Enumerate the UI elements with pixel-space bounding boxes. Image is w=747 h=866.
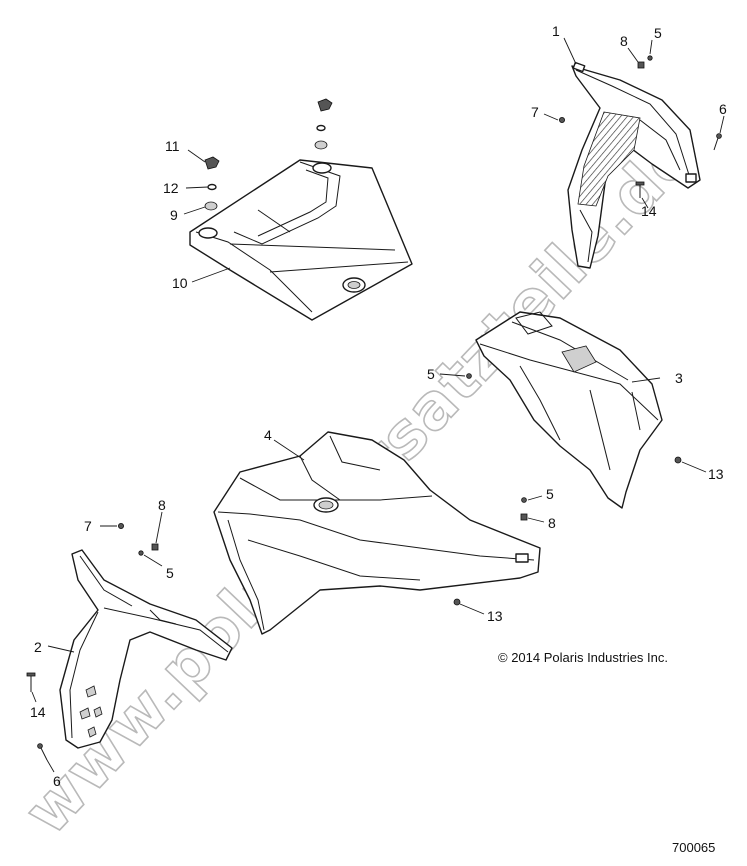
fastener-5-mid: [466, 373, 472, 379]
grommet-9: [204, 140, 328, 211]
fastener-6-top: [713, 137, 719, 151]
fastener-7-left: [118, 523, 125, 530]
fastener-5-left: [138, 550, 144, 556]
fastener-8-right: [520, 513, 528, 521]
callout-labels: 1 2 3 4 5 5 5 5 6 6 7 7 8 8 8 9 10 11 12…: [30, 23, 727, 789]
callout-1: 1: [552, 23, 560, 39]
callout-14-left: 14: [30, 704, 46, 720]
fastener-7-top: [559, 117, 566, 124]
callout-6-left: 6: [53, 773, 61, 789]
callout-13-right: 13: [708, 466, 724, 482]
callout-13-bottom: 13: [487, 608, 503, 624]
callout-10: 10: [172, 275, 188, 291]
callout-3: 3: [675, 370, 683, 386]
callout-2: 2: [34, 639, 42, 655]
part-4-center-body-panel: [213, 431, 541, 635]
callout-5-top: 5: [654, 25, 662, 41]
part-2-left-side-panel: [59, 549, 233, 749]
callout-9: 9: [170, 207, 178, 223]
fastener-6-left: [40, 747, 48, 761]
callout-5-right: 5: [546, 486, 554, 502]
hardware-screws: [26, 55, 722, 761]
callout-7-left: 7: [84, 518, 92, 534]
callout-4: 4: [264, 427, 272, 443]
washer-12: [207, 124, 326, 191]
callout-14-top: 14: [641, 203, 657, 219]
part-3-right-rear-panel: [475, 311, 663, 509]
leader-lines: [31, 37, 725, 773]
part-1-right-side-panel: [567, 61, 701, 269]
fastener-13-bottom: [453, 598, 461, 606]
fastener-8-top: [637, 61, 645, 69]
fastener-8-left: [151, 543, 159, 551]
figure-number: 700065: [672, 840, 715, 855]
fastener-5-right: [521, 497, 527, 503]
callout-8-left: 8: [158, 497, 166, 513]
callout-7-top: 7: [531, 104, 539, 120]
callout-5-left: 5: [166, 565, 174, 581]
callout-5-mid: 5: [427, 366, 435, 382]
callout-6-top: 6: [719, 101, 727, 117]
callout-12: 12: [163, 180, 179, 196]
fastener-11-quarter-turn: [204, 98, 333, 170]
copyright-notice: © 2014 Polaris Industries Inc.: [498, 650, 668, 665]
part-10-hood-panel: [189, 159, 413, 321]
callout-8-top: 8: [620, 33, 628, 49]
fastener-5-top: [647, 55, 653, 61]
fastener-13-right: [674, 456, 682, 464]
callout-8-right: 8: [548, 515, 556, 531]
callout-11: 11: [165, 138, 180, 154]
